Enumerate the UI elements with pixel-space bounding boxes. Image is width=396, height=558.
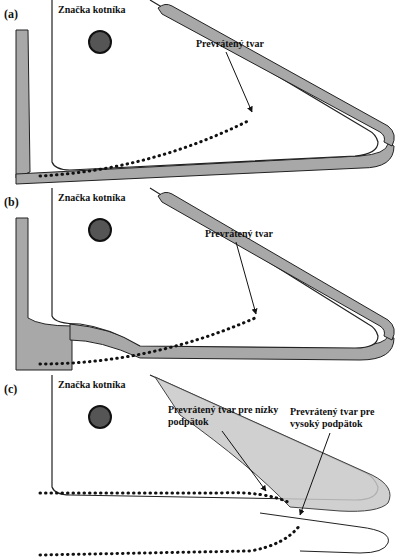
ankle-marker-label: Značka kotníka — [58, 379, 126, 391]
high-heel-label: Prevrátený tvar pre vysoký podpätok — [290, 406, 390, 429]
panel-letter: (a) — [4, 8, 18, 22]
panel-letter: (c) — [4, 383, 17, 397]
inverted-shape-label: Prevrátený tvar — [196, 38, 264, 50]
panel-b — [16, 188, 394, 370]
panel-a — [16, 0, 394, 184]
ankle-marker-label: Značka kotníka — [58, 192, 126, 204]
panel-c — [40, 375, 390, 555]
ankle-marker-label: Značka kotníka — [58, 4, 126, 16]
low-heel-label: Prevrátený tvar pre nízky podpätok — [168, 404, 280, 427]
panel-letter: (b) — [4, 196, 19, 210]
inverted-shape-label: Prevrátený tvar — [205, 228, 273, 240]
